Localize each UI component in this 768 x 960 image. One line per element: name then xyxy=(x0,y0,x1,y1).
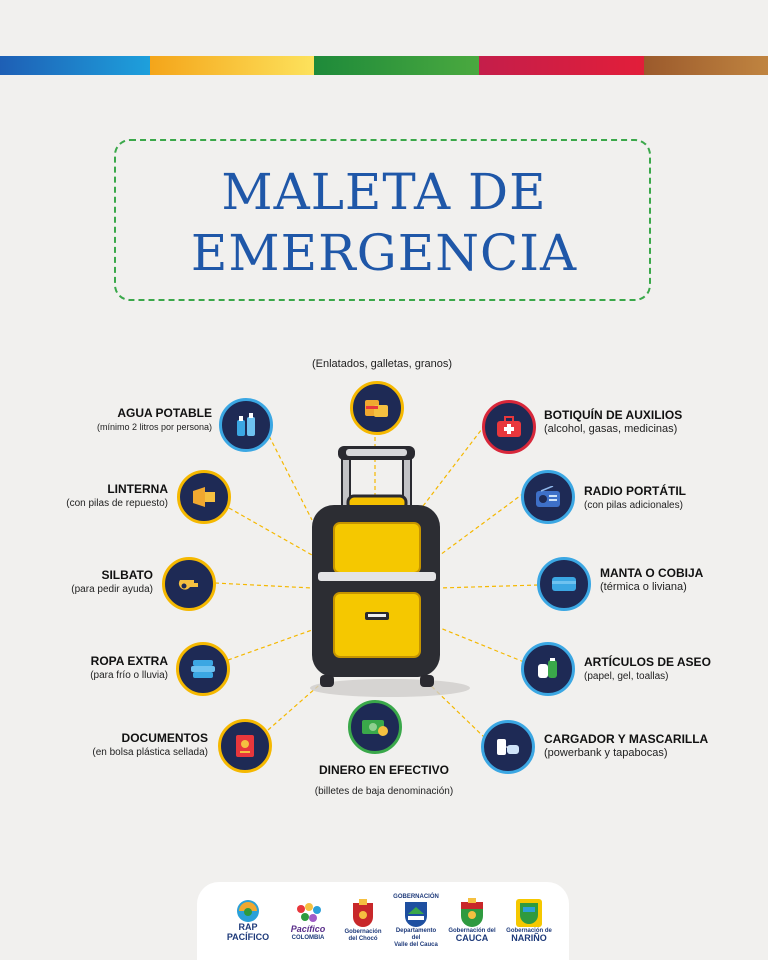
whistle-label: SILBATO (para pedir ayuda) xyxy=(40,568,153,597)
hygiene-title: ARTÍCULOS DE ASEO xyxy=(584,655,711,669)
flashlight-sub: (con pilas de repuesto) xyxy=(66,498,168,509)
pacifico-line2: COLOMBIA xyxy=(291,934,325,941)
valle-line2: Valle del Cauca xyxy=(394,941,438,948)
hygiene-icon xyxy=(521,642,575,696)
stripe-red xyxy=(479,56,644,75)
cash-title: DINERO EN EFECTIVO xyxy=(318,763,449,777)
cauca-line2: CAUCA xyxy=(455,933,489,944)
rap-pacifico-logo: RAP PACÍFICO xyxy=(223,882,273,960)
radio-sub: (con pilas adicionales) xyxy=(584,500,683,511)
firstaid-sub: (alcohol, gasas, medicinas) xyxy=(544,423,678,435)
cauca-logo: Gobernación del CAUCA xyxy=(447,882,497,960)
pacifico-colombia-logo: Pacífico COLOMBIA xyxy=(283,882,333,960)
first-aid-icon xyxy=(482,400,536,454)
connector-lines xyxy=(214,424,539,739)
suitcase-handle xyxy=(338,446,415,513)
whistle-icon xyxy=(162,557,216,611)
narino-logo: Gobernación de NARIÑO xyxy=(503,882,555,960)
radio-title: RADIO PORTÁTIL xyxy=(584,484,686,498)
page-title-line1: MALETA DE xyxy=(221,163,547,221)
firstaid-title: BOTIQUÍN DE AUXILIOS xyxy=(544,408,683,422)
flashlight-icon xyxy=(177,470,231,524)
whistle-title: SILBATO xyxy=(101,568,153,582)
page-title-line2: EMERGENCIA xyxy=(190,224,578,282)
choco-line2: del Chocó xyxy=(348,936,378,942)
blanket-icon xyxy=(537,557,591,611)
charger-title: CARGADOR Y MASCARILLA xyxy=(544,732,709,746)
clothes-label: ROPA EXTRA (para frío o lluvia) xyxy=(40,654,168,683)
charger-sub: (powerbank y tapabocas) xyxy=(544,747,668,759)
cash-icon xyxy=(348,700,402,754)
valle-logo: GOBERNACIÓN Departamento del Valle del C… xyxy=(391,882,441,960)
color-stripe xyxy=(0,56,768,75)
water-bottles-icon xyxy=(219,398,273,452)
choco-line1: Gobernación xyxy=(344,929,382,936)
narino-line1: Gobernación de xyxy=(506,927,552,934)
radio-icon xyxy=(521,470,575,524)
valle-line1: Departamento del xyxy=(395,928,437,941)
suitcase-illustration xyxy=(214,424,539,739)
clothes-sub: (para frío o lluvia) xyxy=(90,670,168,681)
clothes-icon xyxy=(176,642,230,696)
pacifico-line1: Pacífico xyxy=(290,923,326,934)
rap-line2: PACÍFICO xyxy=(226,932,270,942)
food-label: (Enlatados, galletas, granos) xyxy=(311,358,453,370)
narino-line2: NARIÑO xyxy=(511,933,547,944)
footer-logos: RAP PACÍFICO Pacífico COLOMBIA Gobernaci… xyxy=(197,882,569,960)
blanket-title: MANTA O COBIJA xyxy=(600,566,704,580)
charger-icon xyxy=(481,720,535,774)
stripe-blue xyxy=(0,56,150,75)
clothes-title: ROPA EXTRA xyxy=(90,654,168,668)
water-sub: (mínimo 2 litros por persona) xyxy=(96,422,212,432)
documents-title: DOCUMENTOS xyxy=(121,731,208,745)
water-label: AGUA POTABLE (mínimo 2 litros por person… xyxy=(60,406,212,435)
flashlight-title: LINTERNA xyxy=(107,482,168,496)
title-frame xyxy=(114,139,651,301)
radio-label: RADIO PORTÁTIL (con pilas adicionales) xyxy=(584,484,744,513)
cash-label: DINERO EN EFECTIVO xyxy=(284,763,484,778)
valle-line0: GOBERNACIÓN xyxy=(393,893,439,900)
water-title: AGUA POTABLE xyxy=(117,406,212,420)
firstaid-label: BOTIQUÍN DE AUXILIOS (alcohol, gasas, me… xyxy=(544,408,744,437)
hygiene-sub: (papel, gel, toallas) xyxy=(584,671,669,682)
documents-label: DOCUMENTOS (en bolsa plástica sellada) xyxy=(40,731,208,760)
documents-icon xyxy=(218,719,272,773)
flashlight-label: LINTERNA (con pilas de repuesto) xyxy=(40,482,168,511)
stripe-green xyxy=(314,56,479,75)
rap-line1: RAP xyxy=(238,922,258,933)
hygiene-label: ARTÍCULOS DE ASEO (papel, gel, toallas) xyxy=(584,655,744,684)
choco-logo: Gobernación del Chocó xyxy=(341,882,385,960)
blanket-label: MANTA O COBIJA (térmica o liviana) xyxy=(600,566,750,595)
whistle-sub: (para pedir ayuda) xyxy=(71,584,153,595)
documents-sub: (en bolsa plástica sellada) xyxy=(92,747,208,758)
stripe-brown xyxy=(644,56,768,75)
food-icon xyxy=(350,381,404,435)
cash-sub: (billetes de baja denominación) xyxy=(314,786,454,797)
stripe-yellow xyxy=(150,56,314,75)
blanket-sub: (térmica o liviana) xyxy=(600,581,687,593)
charger-label: CARGADOR Y MASCARILLA (powerbank y tapab… xyxy=(544,732,754,761)
cauca-line1: Gobernación del xyxy=(448,927,496,934)
